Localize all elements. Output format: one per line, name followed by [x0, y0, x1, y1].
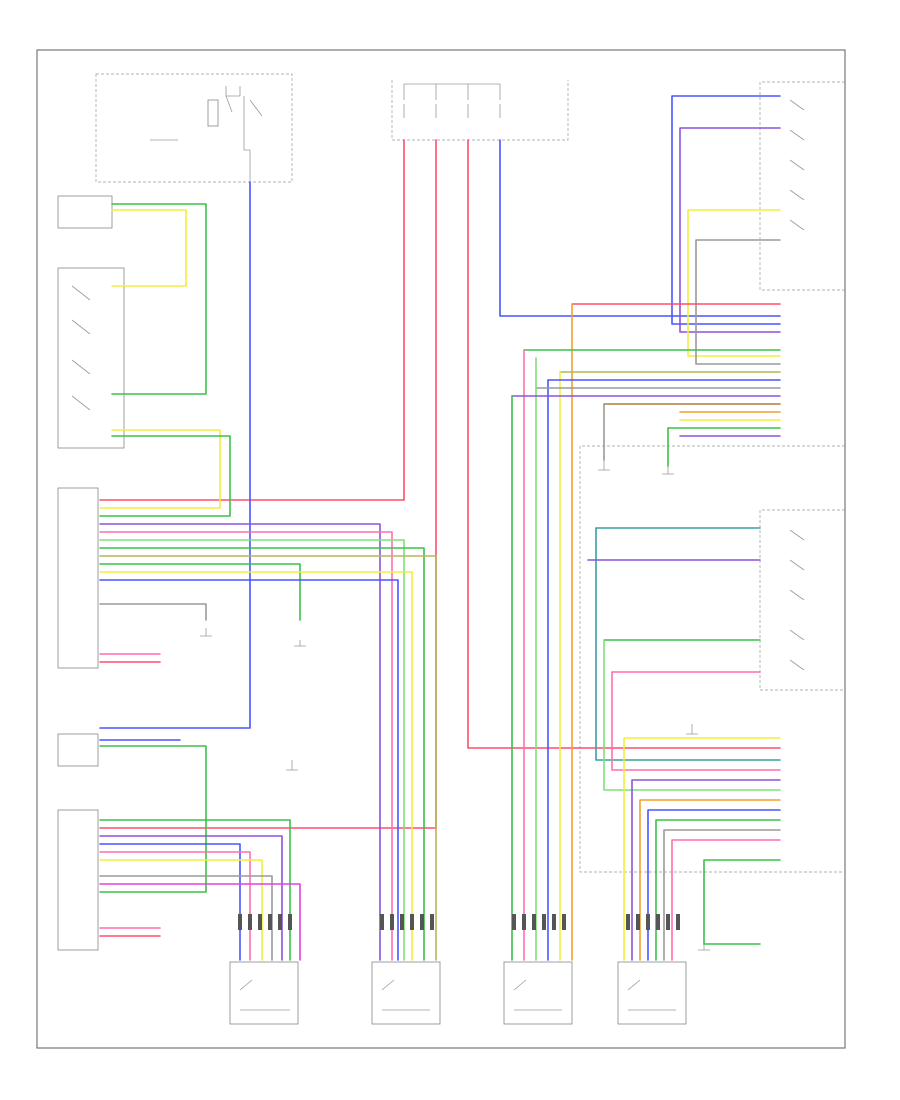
connector-pin: [400, 914, 404, 930]
right-switches: [759, 81, 845, 691]
wire-green-1: [111, 203, 207, 395]
wire-gray-2: [99, 875, 273, 961]
wire-violet-1: [99, 523, 381, 961]
wire-green-4: [99, 563, 301, 621]
wire-violet-2: [99, 835, 283, 961]
motor-right-front: [371, 961, 441, 1025]
wire-blue-r3: [647, 809, 781, 961]
wire-yellow-4: [99, 859, 263, 961]
connector-pin: [676, 914, 680, 930]
connector-pin: [552, 914, 556, 930]
connector-pin: [430, 914, 434, 930]
fuse-box-center: [391, 80, 569, 141]
wire-green-3: [99, 547, 425, 961]
connector-pin: [268, 914, 272, 930]
connector-pin: [532, 914, 536, 930]
connector-pin: [626, 914, 630, 930]
connector-pin: [562, 914, 566, 930]
motor-left-front: [229, 961, 299, 1025]
wire-layer: [99, 95, 781, 961]
wire-yellow-2: [99, 429, 221, 509]
ground-icon: [200, 460, 710, 951]
connector-icon: [238, 914, 680, 930]
wire-blue-left: [99, 181, 251, 729]
wire-blue-r1: [671, 95, 781, 325]
wire-green-5: [99, 745, 207, 893]
connector-pin: [666, 914, 670, 930]
wire-gray-r3: [663, 829, 781, 961]
connector-pin: [646, 914, 650, 930]
passenger-switch-panel: [57, 267, 125, 449]
mirror-adjust-module: [57, 195, 113, 229]
driver-window-module: [57, 809, 99, 951]
wire-pink-r3: [671, 839, 781, 961]
diagram-frame: [36, 49, 846, 1049]
wire-blue-4: [99, 843, 241, 961]
wire-magenta-1: [99, 883, 301, 961]
wire-olive-1: [99, 555, 437, 961]
connector-pin: [420, 914, 424, 930]
wire-teal-2: [595, 527, 781, 761]
connector-pin: [278, 914, 282, 930]
wire-red-trunk-2: [99, 139, 437, 829]
left-components: [57, 195, 125, 951]
driver-switch-module: [57, 733, 99, 767]
wire-blue-top: [499, 139, 781, 317]
window-motors: [229, 961, 687, 1025]
wire-blue-2: [99, 579, 399, 961]
wire-red-long: [467, 139, 781, 749]
connector-pin: [248, 914, 252, 930]
wire-red-trunk: [99, 139, 405, 501]
wire-yellow-3: [99, 571, 413, 961]
wire-lightgreen-r1: [603, 639, 781, 791]
connector-pin: [512, 914, 516, 930]
connector-pin: [390, 914, 394, 930]
wire-green-r5: [703, 859, 781, 945]
wire-green-r4: [655, 819, 781, 961]
wire-yellow-r3: [623, 737, 781, 961]
wire-yellow-r1: [687, 209, 781, 357]
wire-pink-3: [99, 851, 251, 961]
wire-gray-1: [99, 603, 207, 621]
connector-pin: [238, 914, 242, 930]
wire-green-2: [99, 435, 231, 517]
wire-violet-r1: [679, 127, 781, 333]
motor-left-rear: [503, 961, 573, 1025]
wire-gray-r1: [695, 239, 781, 365]
connector-pin: [258, 914, 262, 930]
wire-orange-r2: [639, 799, 781, 961]
wire-yellow-1: [111, 209, 187, 287]
connector-pin: [522, 914, 526, 930]
connector-pin: [542, 914, 546, 930]
wire-green-6: [99, 819, 291, 961]
passenger-window-module: [57, 487, 99, 669]
connector-pin: [656, 914, 660, 930]
wire-pink-1: [99, 531, 393, 961]
wire-violet-r5: [631, 779, 781, 961]
wire-lightgreen-1: [99, 539, 405, 961]
fuse-relay-box: [95, 73, 293, 183]
control-module-outline: [579, 445, 845, 873]
connector-pin: [288, 914, 292, 930]
wire-pink-r2: [611, 671, 781, 771]
connector-pin: [636, 914, 640, 930]
motor-right-rear: [617, 961, 687, 1025]
connector-pin: [410, 914, 414, 930]
connector-pin: [380, 914, 384, 930]
